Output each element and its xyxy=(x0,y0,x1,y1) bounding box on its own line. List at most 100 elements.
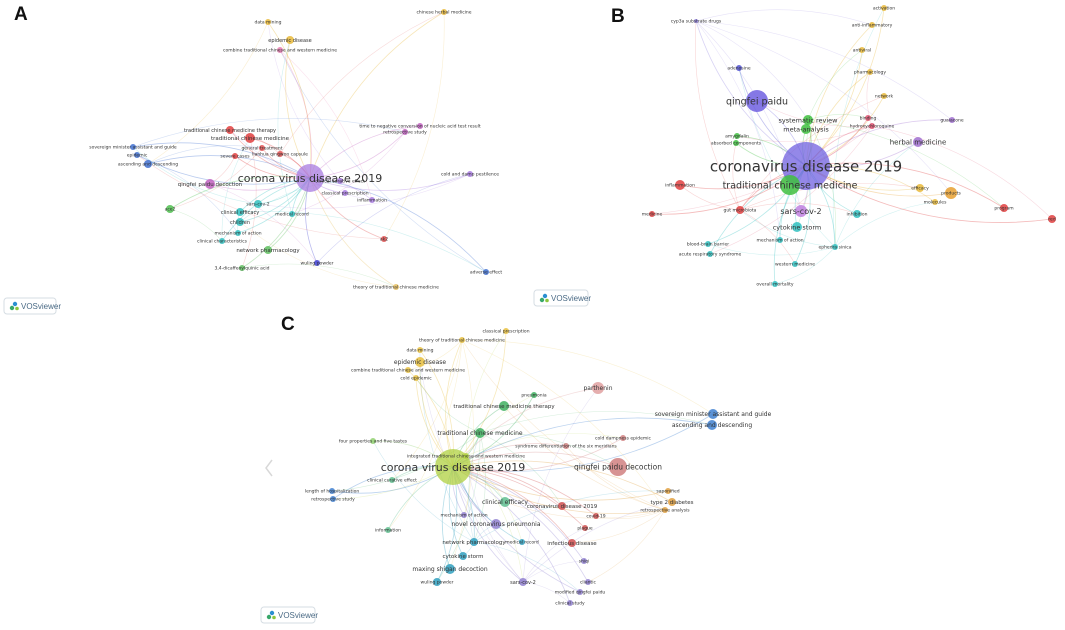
node-circle[interactable] xyxy=(519,578,527,586)
node-circle[interactable] xyxy=(707,420,717,430)
node-circle[interactable] xyxy=(415,357,425,367)
network-node[interactable]: program xyxy=(994,204,1014,212)
node-circle[interactable] xyxy=(620,435,626,441)
node-circle[interactable] xyxy=(675,180,685,190)
network-node[interactable]: adenosine xyxy=(727,65,751,72)
network-node[interactable]: sars-cov-2 xyxy=(780,205,822,217)
network-node[interactable]: length of hospitalization xyxy=(305,488,360,495)
network-node[interactable]: saponified xyxy=(656,488,680,495)
node-circle[interactable] xyxy=(736,206,744,214)
network-node[interactable]: chinese herbal medicine xyxy=(416,9,472,16)
network-node[interactable]: western medicine xyxy=(775,261,815,268)
node-circle[interactable] xyxy=(694,19,698,23)
network-node[interactable]: wuling powder xyxy=(301,260,334,267)
network-node[interactable]: corona virus disease 2019 xyxy=(381,449,526,485)
node-circle[interactable] xyxy=(881,93,887,99)
node-circle[interactable] xyxy=(130,144,136,150)
network-node[interactable]: traditional chinese medicine therapy xyxy=(453,401,555,411)
network-node[interactable]: retrospective analysis xyxy=(640,507,690,514)
node-circle[interactable] xyxy=(795,205,807,217)
network-node[interactable]: lianhua qingwen capsule xyxy=(252,151,308,158)
node-circle[interactable] xyxy=(733,140,739,146)
network-node[interactable]: overall mortality xyxy=(756,281,794,288)
network-node[interactable]: pharmacology xyxy=(854,69,886,76)
node-circle[interactable] xyxy=(232,153,238,159)
network-node[interactable]: 3,4-dicaffeoylquinic acid xyxy=(215,265,270,272)
network-node[interactable]: qingfei paidu decoction xyxy=(574,458,662,476)
node-circle[interactable] xyxy=(662,507,668,513)
node-circle[interactable] xyxy=(166,205,174,213)
network-node[interactable]: cliantic xyxy=(580,579,597,586)
network-node[interactable]: theory of traditional chinese medicine xyxy=(353,284,439,291)
node-circle[interactable] xyxy=(916,184,924,192)
node-circle[interactable] xyxy=(867,69,873,75)
network-node[interactable]: classical prescription xyxy=(321,190,369,197)
network-node[interactable]: meta-analysis xyxy=(783,124,829,134)
node-circle[interactable] xyxy=(264,246,272,254)
network-node[interactable]: clinical efficacy xyxy=(482,497,528,507)
node-circle[interactable] xyxy=(832,244,838,250)
network-node[interactable]: absorbed components xyxy=(711,140,762,147)
node-circle[interactable] xyxy=(945,187,957,199)
network-node[interactable]: shiqi xyxy=(579,558,590,565)
node-circle[interactable] xyxy=(483,269,489,275)
node-circle[interactable] xyxy=(277,47,283,53)
node-circle[interactable] xyxy=(134,152,140,158)
node-circle[interactable] xyxy=(435,449,471,485)
node-circle[interactable] xyxy=(459,337,465,343)
network-node[interactable]: time to negative conversion of nucleic a… xyxy=(359,123,481,130)
node-circle[interactable] xyxy=(707,251,713,257)
node-circle[interactable] xyxy=(393,284,399,290)
network-node[interactable]: traditional chinese medicine therapy xyxy=(184,126,276,134)
node-circle[interactable] xyxy=(585,579,591,585)
node-circle[interactable] xyxy=(582,525,588,531)
network-node[interactable]: parthenin xyxy=(583,382,613,394)
network-node[interactable]: sars-cov-2 xyxy=(510,578,536,586)
network-node[interactable]: clinical curative effect xyxy=(367,477,417,484)
network-node[interactable]: cytokine storm xyxy=(773,222,822,232)
node-circle[interactable] xyxy=(330,496,336,502)
network-node[interactable]: severe cases xyxy=(220,153,250,160)
network-node[interactable]: inflammation xyxy=(357,197,387,204)
node-circle[interactable] xyxy=(777,237,783,243)
network-node[interactable]: traditional chinese medicine xyxy=(211,133,290,143)
network-node[interactable]: coronavirus disease 2019 xyxy=(527,502,598,510)
network-node[interactable]: traditional chinese medicine xyxy=(437,428,523,438)
network-node[interactable]: combine traditional chinese and western … xyxy=(351,367,465,374)
network-node[interactable]: integrated traditional chinese and weste… xyxy=(407,453,525,460)
network-node[interactable]: molecules xyxy=(924,199,948,206)
node-circle[interactable] xyxy=(337,178,343,184)
node-circle[interactable] xyxy=(470,538,478,546)
network-node[interactable]: adverse effect xyxy=(470,269,503,276)
node-circle[interactable] xyxy=(144,160,152,168)
network-node[interactable]: mechanism of action xyxy=(440,512,488,519)
node-circle[interactable] xyxy=(567,600,573,606)
chevron-left-icon[interactable] xyxy=(265,459,273,477)
network-node[interactable]: gut microbiota xyxy=(724,206,757,214)
network-node[interactable]: clinical characteristics xyxy=(197,238,248,245)
network-node[interactable]: epidemic xyxy=(127,152,148,159)
node-circle[interactable] xyxy=(370,438,376,444)
node-circle[interactable] xyxy=(445,564,455,574)
network-node[interactable]: combine traditional chinese and western … xyxy=(223,47,337,54)
node-circle[interactable] xyxy=(405,367,411,373)
network-node[interactable]: children xyxy=(230,218,250,226)
node-circle[interactable] xyxy=(772,281,778,287)
node-circle[interactable] xyxy=(499,401,509,411)
network-node[interactable]: retrospective study xyxy=(311,496,355,503)
network-node[interactable]: blood-brain barrier xyxy=(687,241,729,248)
network-node[interactable]: antiviral xyxy=(853,47,871,54)
node-circle[interactable] xyxy=(801,124,811,134)
network-node[interactable]: covid-19 xyxy=(586,513,606,520)
network-node[interactable]: mechanism of action xyxy=(756,237,804,244)
node-circle[interactable] xyxy=(803,115,813,125)
network-node[interactable]: acute respiratory syndrome xyxy=(679,251,742,258)
node-circle[interactable] xyxy=(385,527,391,533)
node-circle[interactable] xyxy=(259,145,265,151)
node-circle[interactable] xyxy=(402,129,408,135)
network-node[interactable]: classical prescription xyxy=(482,328,530,335)
node-circle[interactable] xyxy=(665,488,671,494)
network-node[interactable]: epidemic disease xyxy=(268,36,312,44)
network-node[interactable]: cyp3a substrate drugs xyxy=(671,19,722,25)
network-node[interactable]: guaiacone xyxy=(940,117,964,124)
